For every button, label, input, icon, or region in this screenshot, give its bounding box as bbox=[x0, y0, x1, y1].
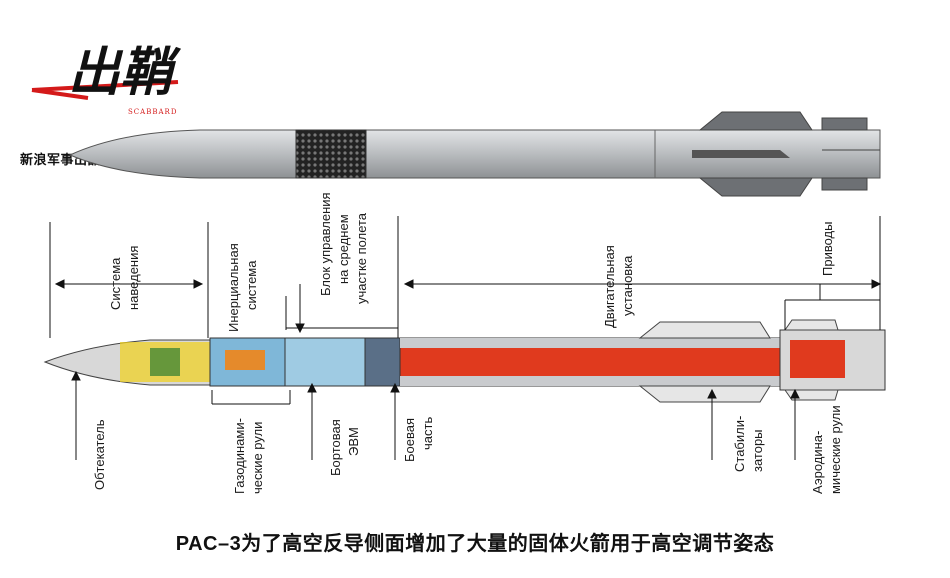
label-guidance-2: наведения bbox=[126, 246, 141, 310]
missile-cutaway-view bbox=[43, 319, 886, 403]
label-flight-control-2: на среднем bbox=[336, 214, 351, 284]
lower-labels: Обтекатель Газодинами- ческие рули Борто… bbox=[92, 405, 843, 494]
label-propulsion-1: Двигательная bbox=[602, 245, 617, 328]
label-aero-rudders-2: мические рули bbox=[828, 405, 843, 494]
caption: PAC–3为了高空反导侧面增加了大量的固体火箭用于高空调节姿态 bbox=[175, 533, 775, 555]
upper-labels: Система наведения Инерциальная система Б… bbox=[108, 192, 835, 332]
label-warhead-2: часть bbox=[420, 417, 435, 450]
label-computer-2: ЭВМ bbox=[346, 427, 361, 456]
label-stabilizers-2: заторы bbox=[750, 429, 765, 472]
missile-external-view bbox=[68, 111, 881, 197]
attitude-thruster-section bbox=[295, 129, 367, 179]
label-aero-rudders-1: Аэродина- bbox=[810, 431, 825, 494]
label-flight-control-3: участке полета bbox=[354, 212, 369, 304]
logo-subtext: SCABBARD bbox=[128, 108, 177, 116]
flight-control-section bbox=[284, 337, 366, 387]
scabbard-logo: 出鞘 SCABBARD bbox=[28, 28, 198, 128]
logo-glyphs: 出鞘 bbox=[68, 43, 182, 103]
label-gas-rudders-1: Газодинами- bbox=[232, 418, 247, 494]
label-warhead-1: Боевая bbox=[402, 418, 417, 462]
label-nose-cone: Обтекатель bbox=[92, 419, 107, 490]
label-stabilizers-1: Стабили- bbox=[732, 416, 747, 472]
label-propulsion-2: установка bbox=[620, 255, 635, 316]
label-actuators: Приводы bbox=[820, 222, 835, 276]
label-guidance-1: Система bbox=[108, 257, 123, 310]
label-inertial-1: Инерциальная bbox=[226, 243, 241, 332]
warhead-section bbox=[364, 337, 401, 387]
label-computer-1: Бортовая bbox=[328, 419, 343, 476]
label-gas-rudders-2: ческие рули bbox=[250, 422, 265, 494]
label-inertial-2: система bbox=[244, 260, 259, 310]
label-flight-control-1: Блок управления bbox=[318, 192, 333, 296]
